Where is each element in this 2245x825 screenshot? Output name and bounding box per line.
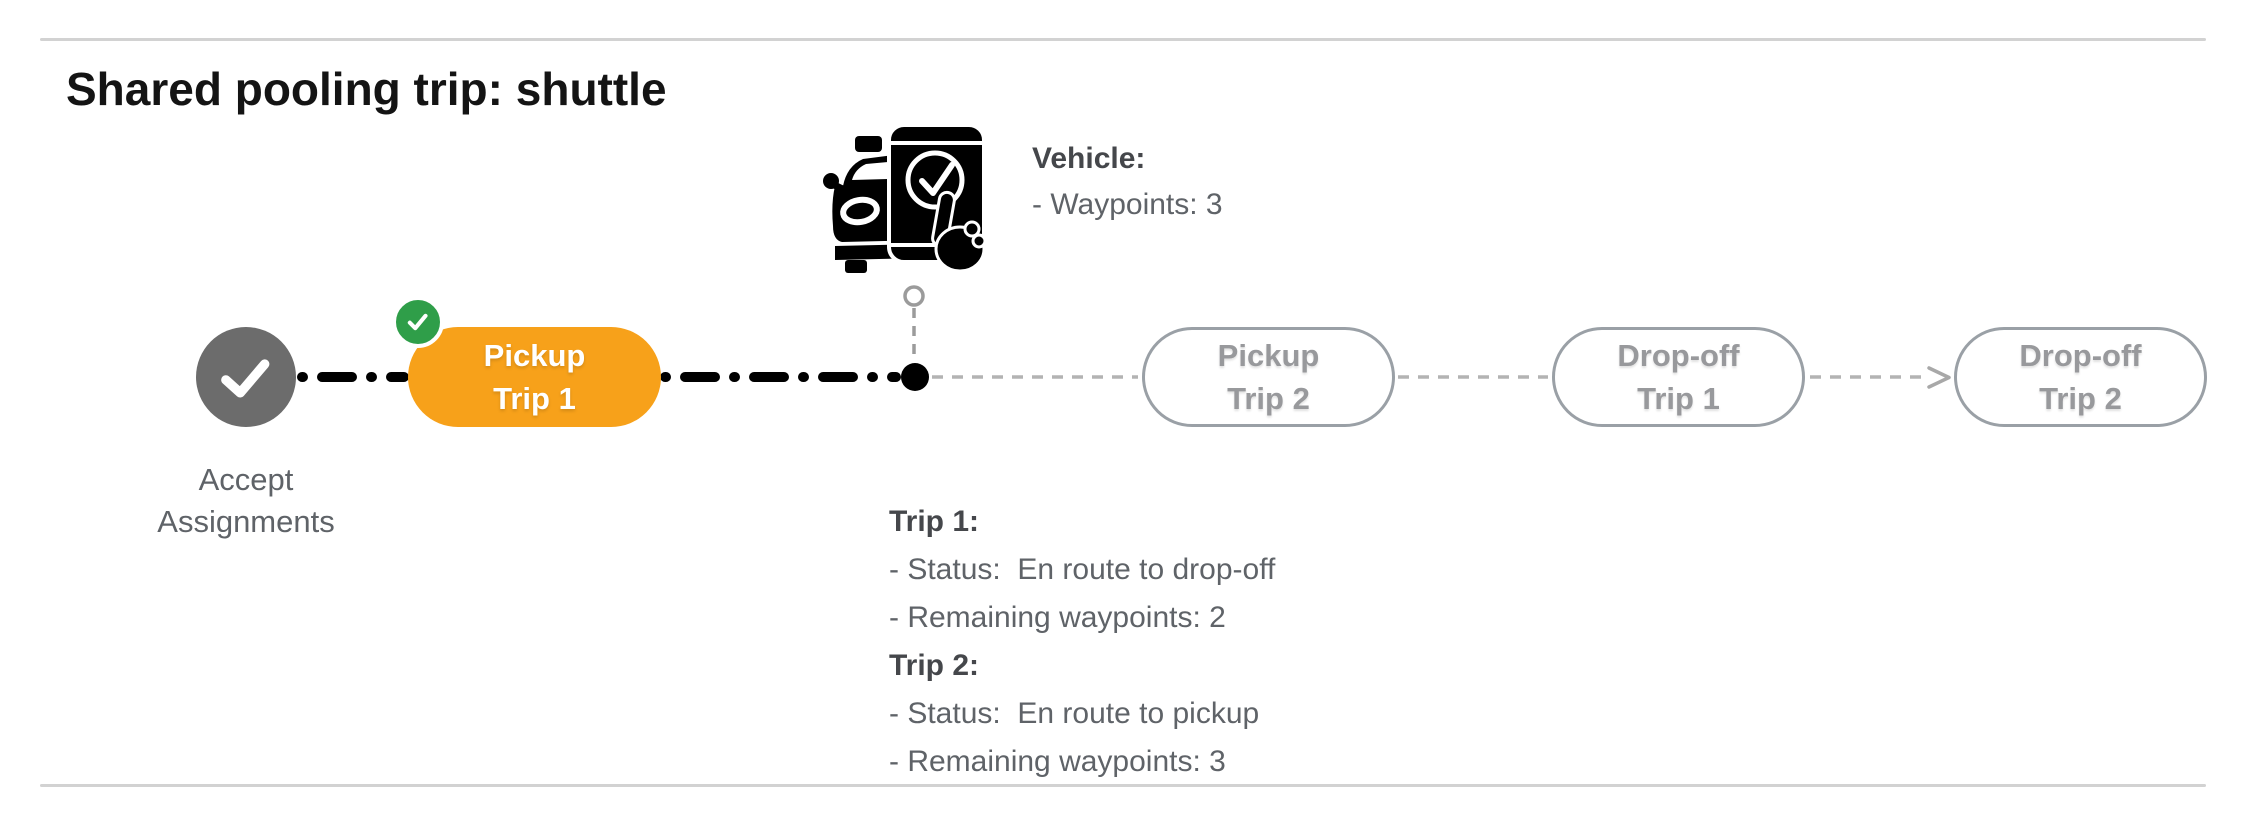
- trip-2-status: - Status: En route to pickup: [889, 697, 1260, 730]
- trip-status-panel: Trip 1: - Status: En route to drop-off -…: [889, 498, 1275, 786]
- top-divider: [40, 38, 2206, 41]
- accept-assignments-label: Accept Assignments: [157, 462, 335, 539]
- trip-1-waypoints: - Remaining waypoints: 2: [889, 601, 1226, 634]
- check-icon: [221, 359, 270, 398]
- timeline-step-dropoff-trip-1: Drop-off Trip 1: [1552, 327, 1805, 427]
- accept-assignments-node: [196, 327, 296, 427]
- vehicle-heading: Vehicle:: [1032, 142, 1146, 175]
- vehicle-position-dot: [901, 363, 929, 391]
- bottom-divider: [40, 784, 2206, 787]
- completed-badge: [392, 296, 444, 348]
- car-phone-check-icon: [823, 123, 986, 273]
- step-label: Pickup Trip 2: [1217, 338, 1320, 416]
- step-label: Drop-off Trip 2: [2019, 338, 2142, 416]
- trip-1-status: - Status: En route to drop-off: [889, 553, 1276, 586]
- vehicle-stem-circle: [903, 285, 925, 307]
- vehicle-waypoints: - Waypoints: 3: [1032, 188, 1223, 221]
- page-title: Shared pooling trip: shuttle: [66, 63, 667, 115]
- timeline-step-dropoff-trip-2: Drop-off Trip 2: [1954, 327, 2207, 427]
- check-icon: [407, 313, 428, 331]
- trip-1-heading: Trip 1:: [889, 505, 980, 538]
- trip-2-heading: Trip 2:: [889, 649, 980, 682]
- timeline-step-pickup-trip-1: Pickup Trip 1: [408, 327, 661, 427]
- trip-2-waypoints: - Remaining waypoints: 3: [889, 745, 1226, 778]
- timeline-step-pickup-trip-2: Pickup Trip 2: [1142, 327, 1395, 427]
- step-label: Pickup Trip 1: [483, 338, 586, 416]
- vehicle-panel: Vehicle: - Waypoints: 3: [1032, 136, 1223, 228]
- arrowhead-icon: [1927, 366, 1951, 389]
- step-label: Drop-off Trip 1: [1617, 338, 1740, 416]
